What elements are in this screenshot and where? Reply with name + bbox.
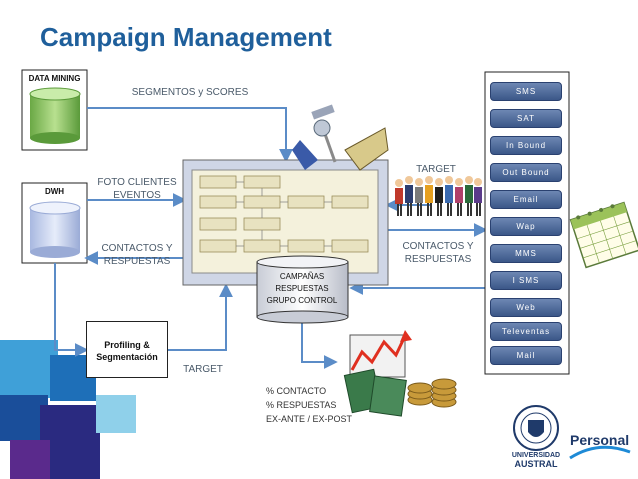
channel-i-sms: I SMS [490,271,562,290]
profiling-line1: Profiling & [104,340,150,350]
profiling-line2: Segmentación [96,352,158,362]
channel-televentas: Televentas [490,322,562,341]
campaign-screen-graphic [182,159,389,286]
contactos-left-line1: CONTACTOS Y [101,243,173,254]
contactos-right-line2: RESPUESTAS [404,254,472,265]
channel-web: Web [490,298,562,317]
channel-wap: Wap [490,217,562,236]
foto-clientes-line2: EVENTOS [113,190,161,201]
foto-clientes-line1: FOTO CLIENTES [97,177,177,188]
data-mining-label: DATA MINING [28,74,81,83]
money-chart-icon [343,330,457,417]
metrics-line3: EX-ANTE / EX-POST [266,414,353,424]
dwh-label: DWH [44,187,65,196]
segmentos-scores-label: SEGMENTOS y SCORES [131,87,249,98]
target-top-label: TARGET [416,164,456,175]
channel-out-bound: Out Bound [490,163,562,182]
personal-logo [569,445,631,460]
flow-arrows [54,107,488,369]
metrics-line2: % RESPUESTAS [266,400,337,410]
universidad-line2: AUSTRAL [514,459,558,469]
metrics-label: % CONTACTO % RESPUESTAS EX-ANTE / EX-POS… [266,384,352,426]
campaign-db-line2: RESPUESTAS [275,284,329,293]
campaign-db-line1: CAMPAÑAS [279,272,325,281]
foto-clientes-label: FOTO CLIENTES EVENTOS [92,176,182,202]
target-people-icon [395,176,482,216]
personal-logo-text: Personal [570,432,630,448]
campaign-db-cylinder [256,255,349,324]
metrics-line1: % CONTACTO [266,386,327,396]
contactos-right-line1: CONTACTOS Y [402,241,474,252]
channel-mail: Mail [490,346,562,365]
contactos-respuestas-left-label: CONTACTOS Y RESPUESTAS [92,242,182,268]
channel-email: Email [490,190,562,209]
profiling-segmentation-box: Profiling & Segmentación [86,321,168,378]
page-title: Campaign Management [40,22,332,52]
channel-sat: SAT [490,109,562,128]
channel-in-bound: In Bound [490,136,562,155]
channel-mms: MMS [490,244,562,263]
dwh-cylinder [29,201,81,258]
contactos-left-line2: RESPUESTAS [103,256,171,267]
data-mining-cylinder [29,87,81,144]
campaign-db-line3: GRUPO CONTROL [266,296,338,305]
target-bottom-label: TARGET [183,364,223,375]
universidad-austral-label: UNIVERSIDAD AUSTRAL [506,451,566,469]
university-seal-logo [513,405,559,451]
calendar-icon [569,201,638,269]
contactos-respuestas-right-label: CONTACTOS Y RESPUESTAS [392,240,484,266]
campaign-db-label: CAMPAÑAS RESPUESTAS GRUPO CONTROL [252,271,352,307]
tools-icon [292,104,389,171]
channel-sms: SMS [490,82,562,101]
universidad-line1: UNIVERSIDAD [511,452,561,459]
